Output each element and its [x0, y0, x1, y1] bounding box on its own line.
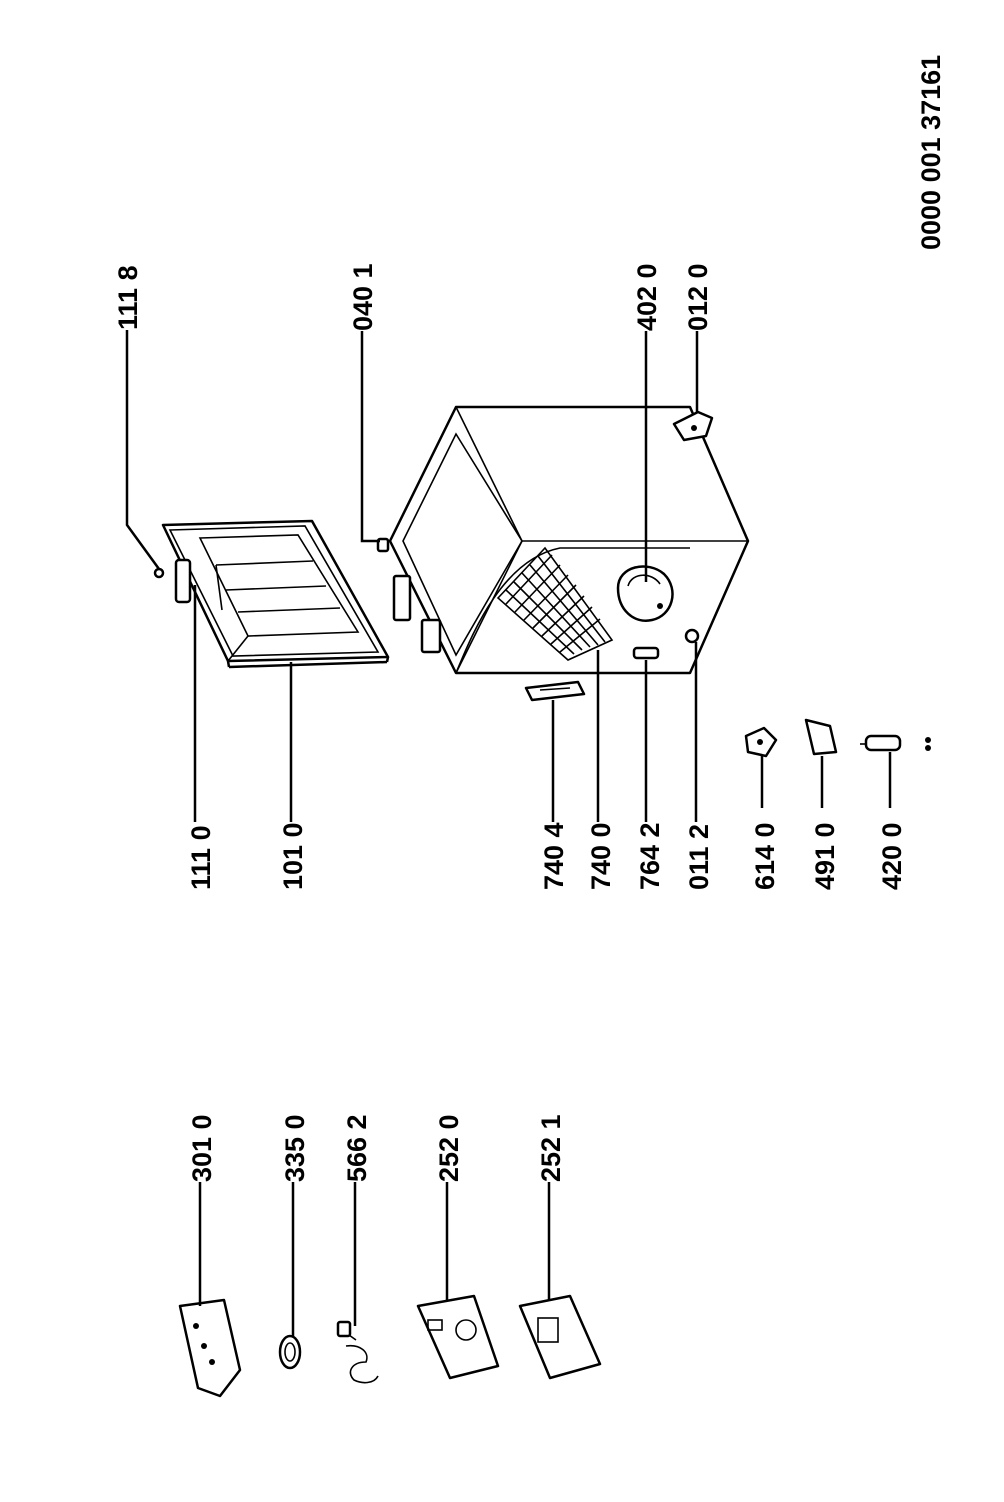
condenser-grid — [496, 546, 614, 661]
plug-part — [744, 726, 778, 758]
lid-assembly — [161, 519, 390, 669]
lid-pin — [153, 567, 165, 579]
control-panel — [178, 1298, 242, 1398]
leader-lines — [125, 330, 892, 1336]
compressor — [616, 565, 674, 622]
label-566-2: 566 2 — [342, 1114, 372, 1182]
label-740-4: 740 4 — [539, 822, 569, 890]
label-252-0: 252 0 — [434, 1114, 464, 1182]
start-relay — [804, 718, 838, 756]
label-012-0: 012 0 — [683, 263, 713, 331]
foot — [684, 628, 700, 644]
thermostat-housing — [524, 680, 586, 702]
label-301-0: 301 0 — [187, 1114, 217, 1182]
label-252-1: 252 1 — [536, 1114, 566, 1182]
knob — [278, 1334, 302, 1370]
label-101-0: 101 0 — [278, 822, 308, 890]
label-402-0: 402 0 — [632, 263, 662, 331]
label-740-0: 740 0 — [586, 822, 616, 890]
label-011-2: 011 2 — [684, 824, 714, 890]
label-491-0: 491 0 — [810, 822, 840, 890]
label-614-0: 614 0 — [750, 822, 780, 890]
thermostat — [416, 1294, 500, 1380]
thermostat-bracket — [518, 1294, 602, 1380]
label-335-0: 335 0 — [280, 1114, 310, 1182]
label-764-2: 764 2 — [635, 822, 665, 890]
drawing-number: 0000 001 37161 — [916, 55, 946, 250]
mounting-clip — [672, 410, 714, 442]
label-040-1: 040 1 — [348, 263, 378, 331]
label-111-0: 111 0 — [186, 825, 216, 890]
relay-pipe — [632, 646, 660, 660]
label-420-0: 420 0 — [877, 822, 907, 890]
label-111-8: 111 8 — [113, 265, 143, 330]
part-labels: 111 8 111 0 101 0 040 1 402 0 012 0 740 … — [113, 263, 907, 1182]
spring-sensor — [336, 1320, 379, 1384]
capacitor — [860, 734, 931, 752]
